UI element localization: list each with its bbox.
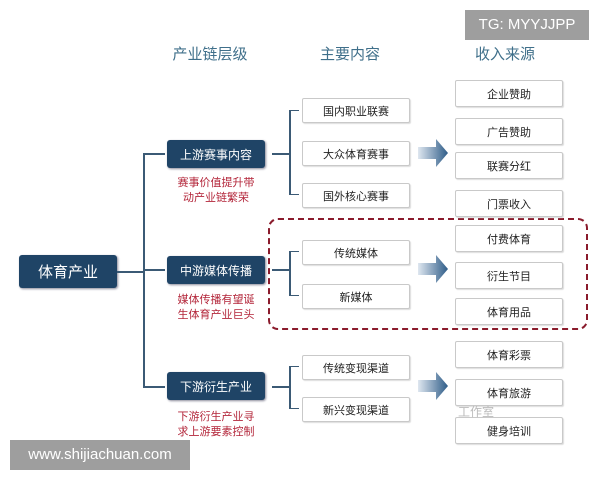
connector	[289, 110, 291, 195]
header-level: 产业链层级	[172, 45, 248, 63]
content-box: 传统媒体	[302, 240, 410, 265]
caption-midstream: 媒体传播有望诞生体育产业巨头	[160, 292, 272, 322]
header-revenue: 收入来源	[474, 45, 535, 63]
connector	[289, 408, 299, 409]
header-content: 主要内容	[319, 45, 380, 63]
revenue-box: 付费体育	[455, 225, 563, 252]
connector	[289, 110, 299, 111]
connector	[272, 153, 290, 155]
caption-line: 媒体传播有望诞	[177, 293, 255, 306]
level-downstream: 下游衍生产业	[167, 372, 265, 400]
content-box: 大众体育赛事	[302, 141, 410, 166]
connector	[143, 269, 165, 271]
connector	[289, 366, 299, 367]
root-node: 体育产业	[19, 255, 117, 288]
content-box: 传统变现渠道	[302, 355, 410, 380]
revenue-box: 衍生节目	[455, 262, 563, 289]
connector	[117, 271, 143, 273]
connector	[289, 295, 299, 296]
caption-line: 下游衍生产业寻	[177, 410, 255, 423]
level-upstream: 上游赛事内容	[167, 140, 265, 168]
connector	[289, 366, 291, 409]
top-tag: TG: MYYJJPP	[465, 10, 589, 40]
connector	[289, 251, 299, 252]
level-midstream: 中游媒体传播	[167, 256, 265, 284]
caption-downstream: 下游衍生产业寻求上游要素控制	[160, 409, 272, 439]
connector	[143, 386, 165, 388]
revenue-box: 体育旅游	[455, 379, 563, 406]
watermark: 工作室	[458, 405, 495, 419]
arrow-right-icon	[418, 372, 448, 400]
highlight-dashed-frame	[268, 218, 588, 330]
caption-upstream: 赛事价值提升带动产业链繁荣	[160, 175, 272, 205]
connector	[272, 269, 290, 271]
content-box: 国内职业联赛	[302, 98, 410, 123]
revenue-box: 体育彩票	[455, 341, 563, 368]
caption-line: 动产业链繁荣	[183, 191, 249, 204]
caption-line: 赛事价值提升带	[177, 176, 255, 189]
caption-line: 求上游要素控制	[177, 425, 255, 438]
bottom-tag: www.shijiachuan.com	[10, 440, 190, 470]
revenue-box: 健身培训	[455, 417, 563, 444]
revenue-box: 广告赞助	[455, 118, 563, 145]
revenue-box: 联赛分红	[455, 152, 563, 179]
connector	[272, 386, 290, 388]
revenue-box: 门票收入	[455, 190, 563, 217]
connector	[289, 194, 299, 195]
content-box: 新兴变现渠道	[302, 397, 410, 422]
content-box: 国外核心赛事	[302, 183, 410, 208]
arrow-right-icon	[418, 139, 448, 167]
revenue-box: 企业赞助	[455, 80, 563, 107]
arrow-right-icon	[418, 255, 448, 283]
connector	[143, 153, 165, 155]
connector	[289, 251, 291, 296]
caption-line: 生体育产业巨头	[177, 308, 255, 321]
content-box: 新媒体	[302, 284, 410, 309]
revenue-box: 体育用品	[455, 298, 563, 325]
